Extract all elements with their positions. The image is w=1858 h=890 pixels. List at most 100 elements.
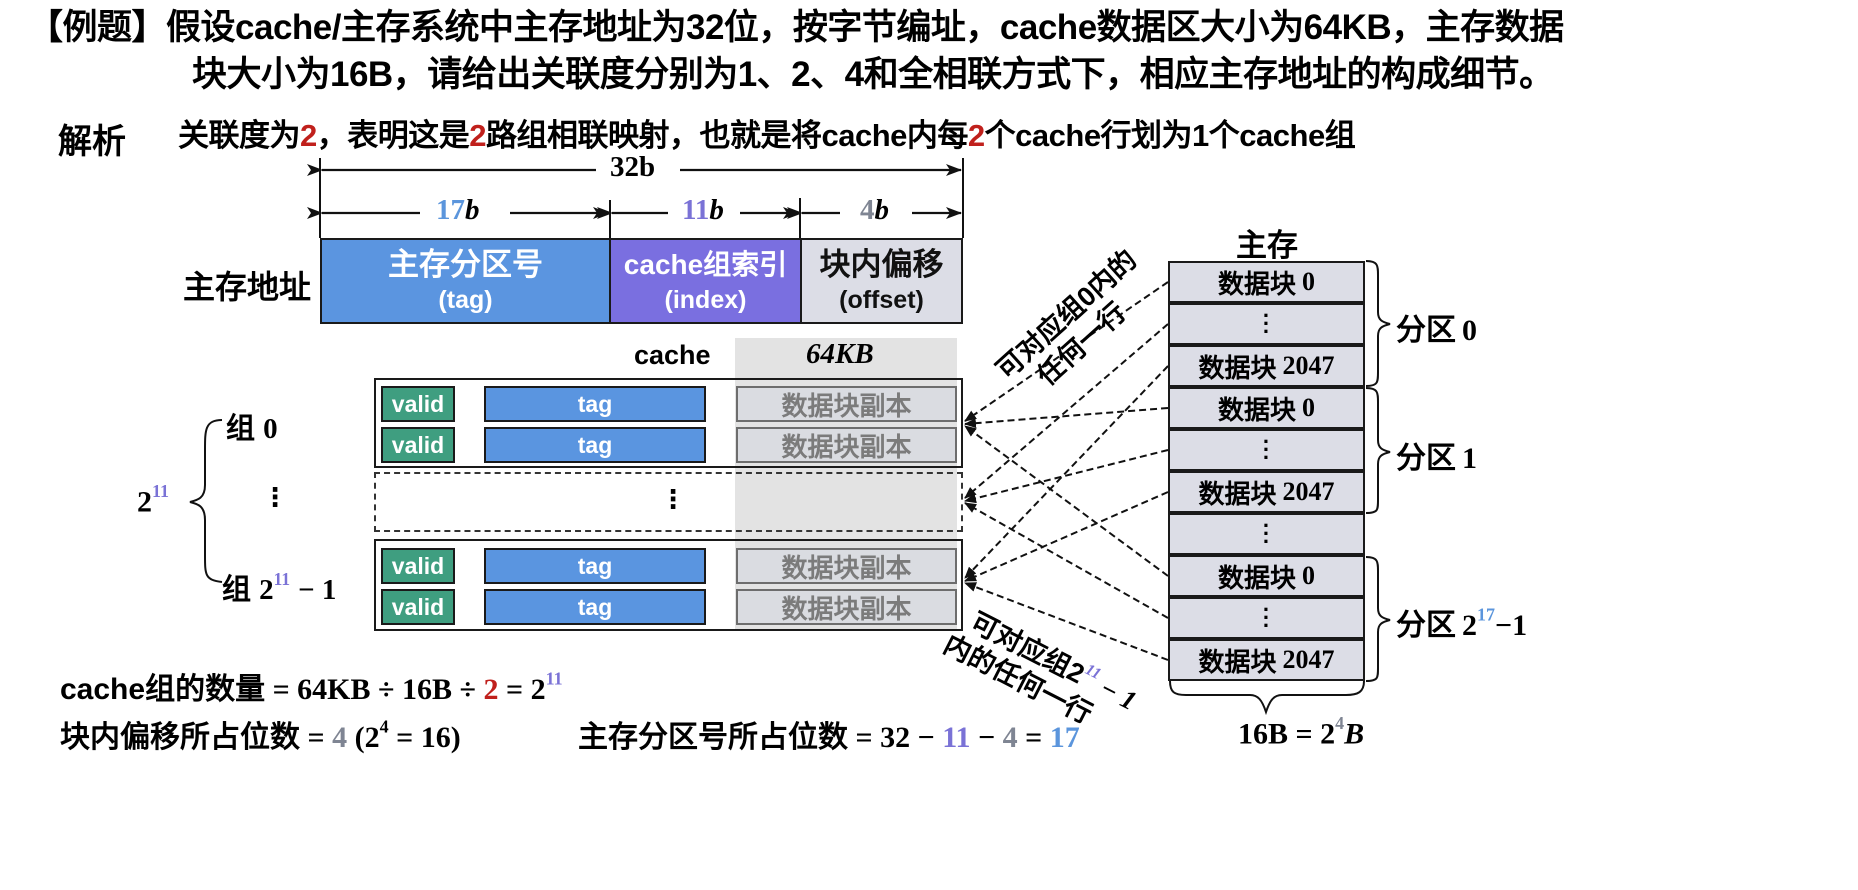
block-num: 2047 xyxy=(1282,477,1335,506)
data-block-copy: 数据块副本 xyxy=(736,427,957,463)
formula-result: 17 xyxy=(1049,721,1080,754)
analysis-part: 个cache行划为1个cache组 xyxy=(984,118,1356,153)
valid-bit: valid xyxy=(381,548,455,584)
formula-exp: 4 xyxy=(379,716,389,737)
partition-text: 分区 xyxy=(1396,314,1456,347)
block-size-base: 2 xyxy=(1320,717,1336,751)
analysis-assoc-value: 2 xyxy=(967,118,985,153)
partition-tail: −1 xyxy=(1495,609,1528,642)
data-block-copy: 数据块副本 xyxy=(736,548,957,584)
formula-offset-bits: 4 xyxy=(1002,721,1018,754)
tag-field: tag xyxy=(484,386,706,422)
field-name: 块内偏移 xyxy=(819,247,944,282)
group-last-label: 组 211 − 1 xyxy=(222,566,336,608)
block-num: 0 xyxy=(1302,267,1315,296)
address-field-index: cache组索引 (index) xyxy=(609,238,802,324)
formula-group-count: cache组的数量 = 64KB ÷ 16B ÷ 2 = 211 xyxy=(60,664,563,708)
question-prefix: 【例题】 xyxy=(28,8,167,47)
block-size-lhs: 16B xyxy=(1238,717,1289,751)
address-row-label: 主存地址 xyxy=(183,269,312,305)
bits-unit: b xyxy=(874,194,890,226)
block-num: 0 xyxy=(1302,561,1315,590)
question-line2: 块大小为16B，请给出关联度分别为1、2、4和全相联方式下，相应主存地址的构成细… xyxy=(192,55,1554,94)
group-ellipsis: ⋮ xyxy=(262,482,288,512)
cache-group-last xyxy=(374,539,963,631)
bits-unit: b xyxy=(465,194,480,226)
field-sub: (tag) xyxy=(438,286,493,314)
cache-group-middle xyxy=(374,472,963,532)
field-sub: (index) xyxy=(664,286,747,314)
question-line1: 假设cache/主存系统中主存地址为32位，按字节编址，cache数据区大小为6… xyxy=(166,8,1564,47)
tag-field: tag xyxy=(484,427,706,463)
data-block-copy: 数据块副本 xyxy=(736,589,957,625)
partition-text: 分区 xyxy=(1396,442,1456,475)
valid-bit: valid xyxy=(381,386,455,422)
block-size-exp: 4 xyxy=(1335,713,1345,733)
memory-ellipsis: ··· xyxy=(1168,303,1365,345)
analysis-assoc-value: 2 xyxy=(300,118,317,153)
partition-braces xyxy=(1169,260,1391,716)
formula-value: 4 xyxy=(332,721,348,754)
valid-bit: valid xyxy=(381,427,455,463)
group-exp: 11 xyxy=(273,569,291,590)
partition-num: 1 xyxy=(1462,442,1477,475)
partition-exp: 17 xyxy=(1477,604,1495,625)
block-num: 0 xyxy=(1302,393,1315,422)
valid-bit: valid xyxy=(381,589,455,625)
formula-offset-bits: 块内偏移所占位数 = 4 (24 = 16) xyxy=(60,712,461,756)
data-block-copy: 数据块副本 xyxy=(736,386,957,422)
offset-bits-label: 4b xyxy=(852,194,897,227)
field-name: cache组索引 xyxy=(623,249,788,280)
analysis-part: 关联度为 xyxy=(178,118,301,153)
total-bits-label: 32b xyxy=(602,151,664,184)
group-count-exp: 11 xyxy=(152,481,170,501)
block-label: 数据块 xyxy=(1198,352,1277,383)
block-label: 数据块 xyxy=(1198,646,1277,677)
group-prefix: 组 xyxy=(226,413,256,445)
tag-bits-label: 17b xyxy=(428,194,488,227)
formula-expr: = 64KB ÷ 16B ÷ xyxy=(265,673,484,706)
formula-index-bits: 11 xyxy=(942,721,971,754)
group-count-base: 2 xyxy=(137,485,152,519)
partition-text: 分区 xyxy=(1396,609,1456,642)
partition-base: 2 xyxy=(1462,609,1477,642)
partition-num: 0 xyxy=(1462,314,1477,347)
analysis-part: ，表明这是 xyxy=(316,118,470,153)
formula-label: cache组的数量 xyxy=(60,673,266,706)
group-first-label: 组 0 xyxy=(226,405,278,447)
cache-ellipsis: ⋮ xyxy=(660,484,686,514)
memory-title: 主存 xyxy=(1236,228,1298,263)
analysis-text: 关联度为2，表明这是2路组相联映射，也就是将cache内每2个cache行划为1… xyxy=(178,110,1356,155)
formula-expr: − xyxy=(970,721,1003,754)
formula-label: 主存分区号所占位数 xyxy=(578,721,848,754)
formula-eq: = xyxy=(300,721,333,754)
memory-ellipsis: ··· xyxy=(1168,429,1365,471)
formula-assoc: 2 xyxy=(483,673,499,706)
group-num: 0 xyxy=(263,413,278,445)
group-count-label: 211 xyxy=(137,481,169,519)
bits-unit: b xyxy=(709,194,724,226)
tag-bits-value: 17 xyxy=(436,194,465,226)
tag-field: tag xyxy=(484,589,706,625)
group-brace xyxy=(189,419,223,583)
address-field-offset: 块内偏移 (offset) xyxy=(800,238,963,324)
group-base: 2 xyxy=(259,574,274,606)
group-prefix: 组 xyxy=(222,574,252,606)
formula-expr: = 2 xyxy=(498,673,546,706)
block-num: 2047 xyxy=(1282,351,1335,380)
index-bits-label: 11b xyxy=(674,194,732,227)
formula-tag-bits: 主存分区号所占位数 = 32 − 11 − 4 = 17 xyxy=(578,712,1080,756)
question-title: 【例题】假设cache/主存系统中主存地址为32位，按字节编址，cache数据区… xyxy=(28,4,1564,98)
block-label: 数据块 xyxy=(1217,268,1296,299)
memory-ellipsis: ··· xyxy=(1168,597,1365,639)
block-size-eq: = xyxy=(1295,717,1313,751)
